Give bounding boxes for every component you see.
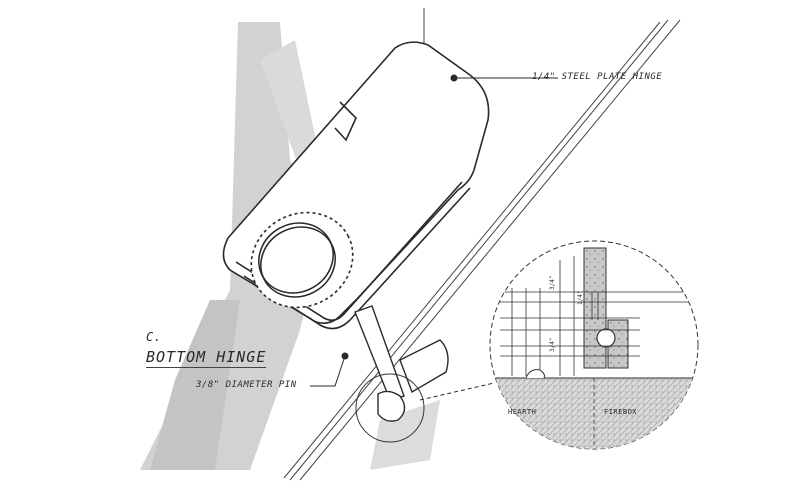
plate-hinge-callout: 1/4" STEEL PLATE HINGE — [532, 72, 663, 82]
hinge-barrel — [250, 211, 354, 309]
inset-firebox-label: FIREBOX — [604, 408, 638, 416]
pin-callout: 3/8" DIAMETER PIN — [196, 380, 297, 390]
dimension-label: 3/4" — [549, 275, 556, 290]
leader-lines — [310, 74, 558, 401]
door-edge-lines — [283, 8, 681, 481]
detail-inset — [489, 240, 699, 450]
dimension-label: 1/4" — [577, 290, 584, 305]
detail-letter: C. — [146, 330, 162, 344]
hinge-pin — [354, 305, 449, 443]
dimension-label: 3/4" — [549, 337, 556, 352]
detail-title: BOTTOM HINGE — [146, 348, 267, 368]
inset-hearth-label: HEARTH — [508, 408, 537, 416]
